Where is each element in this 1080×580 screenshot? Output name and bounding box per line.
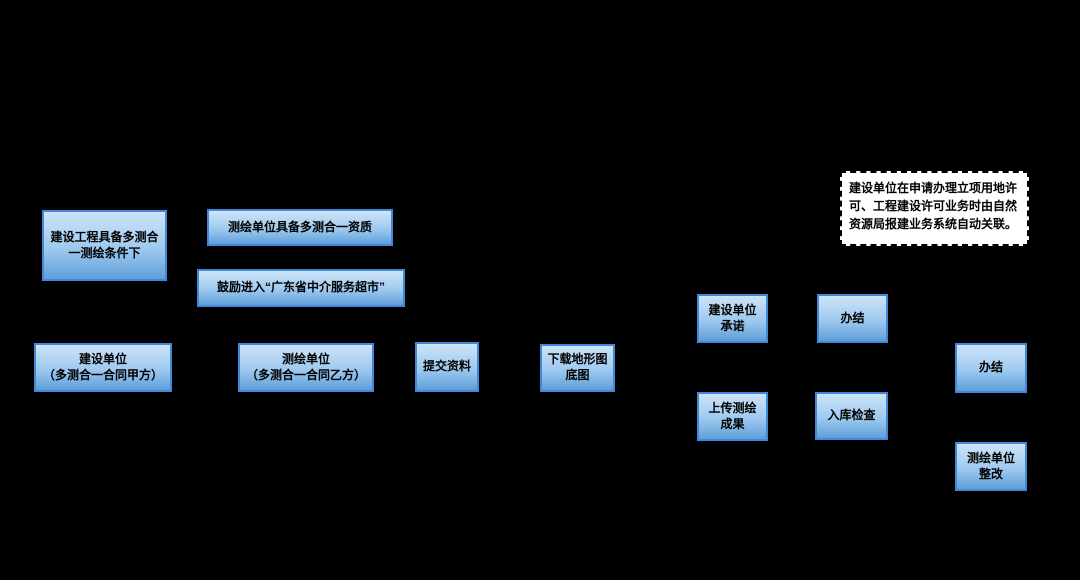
- node-survey-unit-qualification: 测绘单位具备多测合一资质: [207, 209, 393, 246]
- node-intermediary-service-market: 鼓励进入“广东省中介服务超市”: [197, 269, 405, 307]
- node-download-topographic-basemap: 下载地形图 底图: [540, 344, 615, 392]
- annotation-note: 建设单位在申请办理立项用地许 可、工程建设许可业务时由自然 资源局报建业务系统自…: [840, 171, 1029, 246]
- node-submit-materials: 提交资料: [415, 342, 479, 392]
- node-construction-unit-party-a: 建设单位 （多测合一合同甲方）: [34, 343, 172, 392]
- node-survey-unit-party-b: 测绘单位 （多测合一合同乙方）: [238, 343, 374, 392]
- node-conclude-second: 办结: [955, 343, 1027, 393]
- node-project-multi-survey-condition: 建设工程具备多测合 一测绘条件下: [42, 210, 167, 281]
- node-survey-unit-rectification: 测绘单位 整改: [955, 442, 1027, 491]
- node-conclude-first: 办结: [817, 294, 888, 343]
- node-warehouse-inspection: 入库检查: [815, 392, 888, 440]
- node-upload-survey-results: 上传测绘 成果: [697, 392, 768, 441]
- node-construction-unit-promise: 建设单位 承诺: [697, 294, 768, 343]
